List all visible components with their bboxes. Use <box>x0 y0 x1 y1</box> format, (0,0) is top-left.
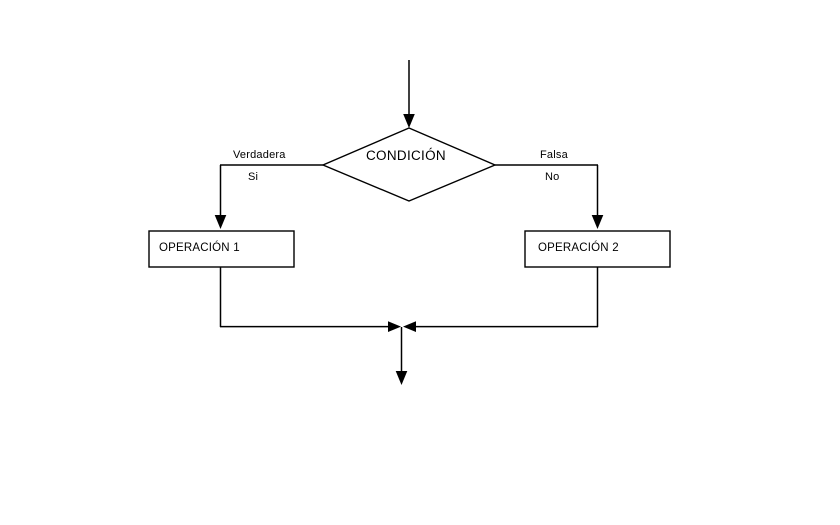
true-branch-label-primary: Verdadera <box>233 149 286 161</box>
arrow-down-icon-true <box>214 215 227 229</box>
arrow-down-icon-exit <box>395 371 408 385</box>
false-branch-label-primary: Falsa <box>540 149 568 161</box>
process-node-operacion-1-label: OPERACIÓN 1 <box>159 242 240 254</box>
true-branch-label-secondary: Si <box>248 171 259 183</box>
arrow-right-icon-merge <box>388 321 401 332</box>
arrow-down-icon-entry <box>403 114 415 128</box>
decision-node-label: CONDICIÓN <box>366 148 446 163</box>
arrow-left-icon-merge <box>403 321 416 332</box>
decision-node-condicion[interactable] <box>321 127 497 202</box>
false-branch-label-secondary: No <box>545 171 560 183</box>
arrow-down-icon-false <box>591 215 604 229</box>
process-node-operacion-1[interactable] <box>148 230 295 268</box>
process-node-operacion-2-label: OPERACIÓN 2 <box>538 242 619 254</box>
